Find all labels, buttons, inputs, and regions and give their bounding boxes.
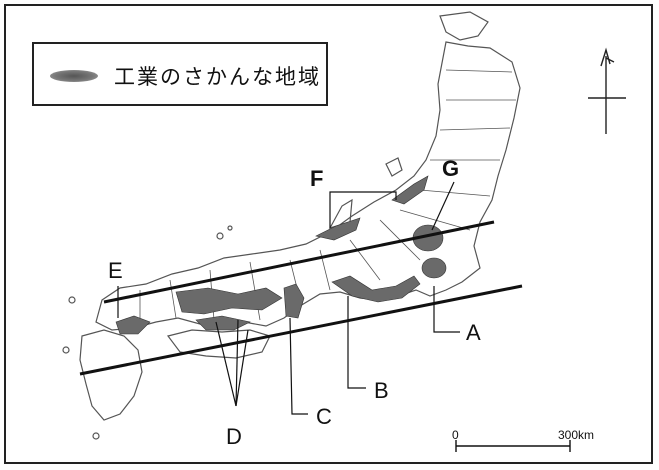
label-c: C xyxy=(316,404,332,429)
prefecture-borders xyxy=(139,69,516,326)
island xyxy=(62,346,70,354)
legend-label: 工業のさかんな地域 xyxy=(114,65,321,89)
island xyxy=(216,232,224,240)
scale-start-label: 0 xyxy=(452,428,459,442)
leader-d3 xyxy=(235,329,249,407)
zone-kitakyushu xyxy=(115,315,151,335)
map-frame xyxy=(4,4,653,464)
belt-upper-line xyxy=(103,220,495,304)
belt-lower-line xyxy=(79,284,523,376)
island xyxy=(92,432,100,440)
zone-keiyo xyxy=(421,257,447,279)
hokkaido-outline xyxy=(439,11,489,41)
leader-g xyxy=(431,181,455,231)
leader-d1 xyxy=(215,321,237,407)
zone-hanshin xyxy=(283,283,305,319)
legend-swatch xyxy=(50,70,98,82)
label-e: E xyxy=(108,258,123,283)
leader-a xyxy=(433,286,460,333)
industrial-zones xyxy=(115,175,447,335)
leader-c xyxy=(289,317,308,415)
label-a: A xyxy=(466,320,481,345)
zone-hokuriku-north xyxy=(391,175,429,205)
shikoku-outline xyxy=(166,329,271,359)
kyushu-outline xyxy=(79,329,143,421)
belt-lines xyxy=(79,220,523,376)
label-d: D xyxy=(226,424,242,449)
scale-end-label: 300km xyxy=(558,428,595,442)
sado-island xyxy=(385,157,403,177)
zone-setouchi xyxy=(175,287,283,315)
island xyxy=(227,225,233,231)
label-g: G xyxy=(442,156,460,181)
leader-d2 xyxy=(235,319,239,407)
label-f: F xyxy=(310,166,324,191)
leader-f xyxy=(329,191,397,228)
scale-bar xyxy=(455,440,571,452)
leader-b xyxy=(347,296,366,389)
zone-tokai xyxy=(331,275,421,303)
north-arrow xyxy=(588,47,626,134)
zone-setouchi-south xyxy=(195,315,251,331)
zone-hokuriku xyxy=(315,217,361,241)
legend-box: 工業のさかんな地域 xyxy=(32,42,328,106)
north-glyph xyxy=(600,47,615,67)
label-b: B xyxy=(374,378,389,403)
leader-lines xyxy=(117,181,460,415)
island xyxy=(68,296,76,304)
